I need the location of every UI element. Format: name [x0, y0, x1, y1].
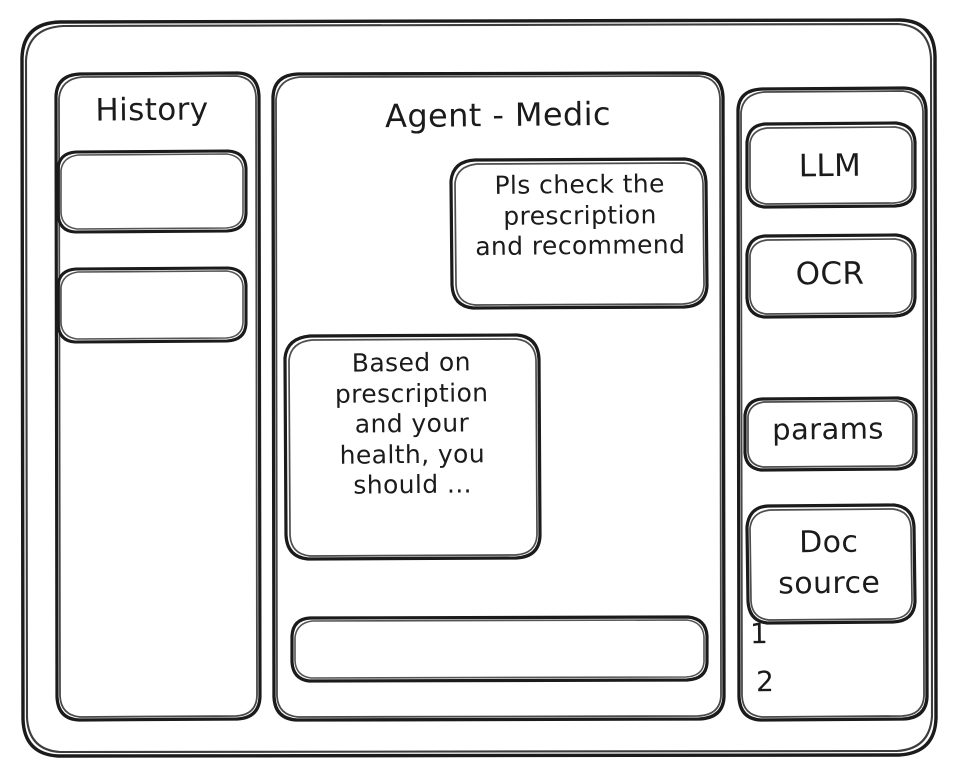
- user-message-bubble: [451, 159, 707, 308]
- history-item-1[interactable]: [58, 151, 246, 232]
- tool-button-params[interactable]: [745, 398, 916, 470]
- history-item-2[interactable]: [58, 268, 246, 342]
- doc-source-box[interactable]: [747, 505, 915, 623]
- agent-message-bubble: [285, 335, 540, 559]
- tool-button-ocr[interactable]: [747, 235, 915, 317]
- composer-input[interactable]: [292, 617, 707, 681]
- tool-button-llm[interactable]: [747, 123, 915, 207]
